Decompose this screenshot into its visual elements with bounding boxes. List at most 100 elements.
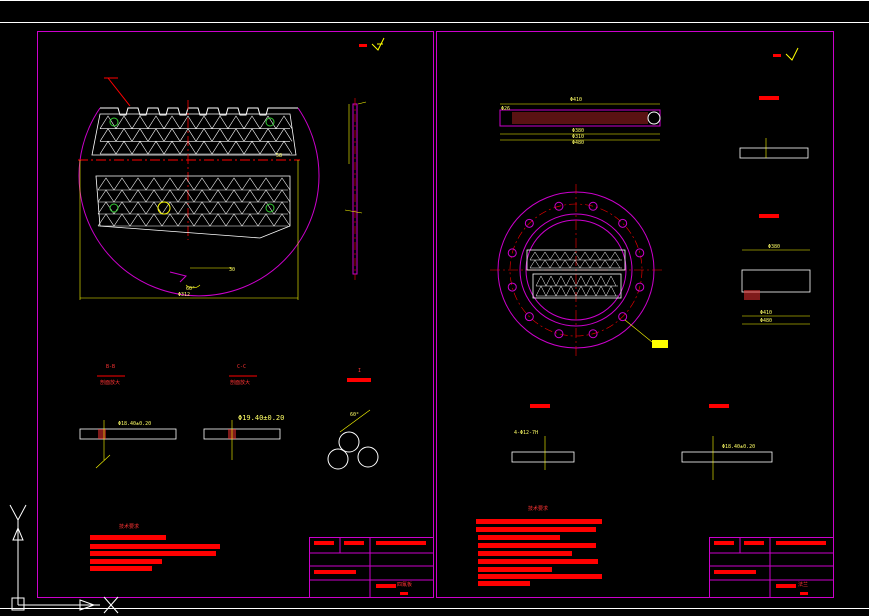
truss-line xyxy=(161,201,179,215)
dim-side-label: 58 xyxy=(276,153,282,159)
bolt-hole xyxy=(635,248,645,258)
truss-line xyxy=(549,251,561,261)
bolt-hole xyxy=(507,282,517,292)
truss-line xyxy=(605,275,617,287)
truss-line xyxy=(163,115,181,129)
truss-line xyxy=(113,201,131,215)
truss-line xyxy=(575,275,587,287)
truss-line xyxy=(579,251,591,261)
left-sheet-border xyxy=(37,31,434,598)
truss-line xyxy=(195,128,213,142)
detail-dim: Φ480 xyxy=(760,318,772,324)
truss-line xyxy=(243,115,261,129)
truss-line xyxy=(177,201,195,215)
truss-line xyxy=(275,128,293,142)
truss-line xyxy=(549,259,561,269)
truss-line xyxy=(565,285,577,297)
truss-line xyxy=(129,189,147,203)
truss-line xyxy=(589,259,601,269)
truss-line xyxy=(161,213,179,227)
section-label: I xyxy=(358,368,361,374)
truss-line xyxy=(539,251,551,261)
flange-side-view: Φ410 Φ380 Φ310 Φ480 Φ26 xyxy=(499,97,661,146)
truss-line xyxy=(193,201,211,215)
right-title-block: 法兰 xyxy=(709,537,834,598)
truss-line xyxy=(225,177,243,191)
truss-line xyxy=(209,177,227,191)
truss-line xyxy=(115,115,133,129)
detail-dim: 60° xyxy=(350,412,359,418)
truss-line xyxy=(569,251,581,261)
flange-front-view xyxy=(490,184,668,356)
truss-line xyxy=(585,285,597,297)
truss-line xyxy=(243,128,261,142)
bolt-hole xyxy=(507,248,517,258)
bolt-hole xyxy=(524,218,534,228)
truss-line xyxy=(147,128,165,142)
truss-line xyxy=(529,259,541,269)
bolt-hole xyxy=(524,312,534,322)
truss-line xyxy=(163,140,181,155)
truss-line xyxy=(225,213,243,227)
dim-inner-width: Φ310 xyxy=(572,134,584,140)
truss-line xyxy=(609,259,621,269)
truss-line xyxy=(225,201,243,215)
truss-line xyxy=(599,259,611,269)
right-detail-d: Φ18.40±0.20 xyxy=(681,404,773,480)
truss-line xyxy=(115,140,133,155)
truss-line xyxy=(559,259,571,269)
truss-line xyxy=(227,115,245,129)
truss-line xyxy=(209,189,227,203)
detail-dim: Φ18.40±0.20 xyxy=(722,444,755,450)
truss-line xyxy=(225,189,243,203)
dim-outer-width: Φ480 xyxy=(572,140,584,146)
truss-line xyxy=(259,128,277,142)
truss-line xyxy=(211,115,229,129)
truss-line xyxy=(163,128,181,142)
truss-line xyxy=(161,189,179,203)
truss-line xyxy=(579,259,591,269)
section-bb: B-B 剖面放大 Φ18.40±0.20 xyxy=(79,364,177,469)
roughness-symbol-right xyxy=(773,47,799,61)
truss-line xyxy=(97,177,115,191)
section-sublabel: 剖面放大 xyxy=(100,379,120,386)
ucs-icon xyxy=(9,504,119,614)
truss-line xyxy=(535,275,547,287)
truss-line xyxy=(545,275,557,287)
truss-line xyxy=(273,177,291,191)
detail-dim: Φ410 xyxy=(760,310,772,316)
truss-line xyxy=(565,275,577,287)
detail-dim: Φ380 xyxy=(768,244,780,250)
truss-line xyxy=(589,251,601,261)
truss-line xyxy=(585,275,597,287)
truss-line xyxy=(227,140,245,155)
truss-line xyxy=(545,285,557,297)
truss-line xyxy=(129,213,147,227)
truss-line xyxy=(145,189,163,203)
dim-top-width: Φ410 xyxy=(570,97,582,103)
truss-line xyxy=(97,201,115,215)
truss-line xyxy=(595,275,607,287)
truss-line xyxy=(259,140,277,155)
tech-notes-title: 技术要求 xyxy=(528,505,548,512)
right-sheet-border xyxy=(436,31,834,598)
truss-line xyxy=(539,259,551,269)
truss-line xyxy=(241,213,259,227)
truss-line xyxy=(605,285,617,297)
truss-line xyxy=(555,285,567,297)
truss-line xyxy=(555,275,567,287)
truss-line xyxy=(275,140,293,155)
dim-left-tag: Φ26 xyxy=(501,106,510,112)
truss-line xyxy=(227,128,245,142)
truss-line xyxy=(129,201,147,215)
section-i: I 60° xyxy=(327,368,379,470)
truss-line xyxy=(211,140,229,155)
left-title-block: 四氟板 xyxy=(309,537,434,598)
truss-line xyxy=(211,128,229,142)
truss-line xyxy=(179,115,197,129)
truss-line xyxy=(241,189,259,203)
truss-line xyxy=(99,140,117,155)
dim-width-label: Φ312 xyxy=(178,292,190,298)
